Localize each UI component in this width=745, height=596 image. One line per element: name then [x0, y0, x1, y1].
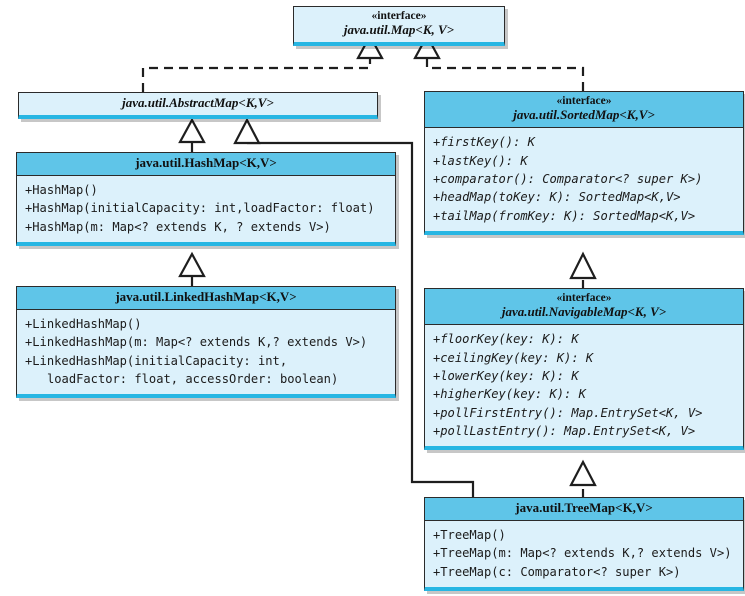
class-box-map[interactable]: «interface» java.util.Map<K, V> [293, 6, 505, 47]
member-row: +LinkedHashMap(initialCapacity: int, [25, 353, 288, 368]
class-members-navigablemap: +floorKey(key: K): K +ceilingKey(key: K)… [425, 325, 743, 446]
class-box-linkedhashmap[interactable]: java.util.LinkedHashMap<K,V> +LinkedHash… [16, 286, 396, 399]
class-name-label: java.util.LinkedHashMap<K,V> [115, 289, 297, 304]
class-header-sortedmap: «interface» java.util.SortedMap<K,V> [425, 92, 743, 129]
class-header-linkedhashmap: java.util.LinkedHashMap<K,V> [17, 287, 395, 310]
stereotype-label: «interface» [556, 95, 612, 107]
class-header-abstractmap: java.util.AbstractMap<K,V> [19, 93, 377, 115]
member-row-continuation: loadFactor: float, accessOrder: boolean) [47, 372, 339, 387]
member-row: +HashMap(m: Map<? extends K, ? extends V… [25, 219, 331, 234]
class-name-label: java.util.Map<K, V> [343, 22, 455, 38]
class-header-navigablemap: «interface» java.util.NavigableMap<K, V> [425, 289, 743, 326]
class-members-linkedhashmap: +LinkedHashMap() +LinkedHashMap(m: Map<?… [17, 310, 395, 395]
member-row: +HashMap(initialCapacity: int,loadFactor… [25, 201, 375, 216]
member-row: +LinkedHashMap(m: Map<? extends K,? exte… [25, 335, 368, 350]
member-row: +pollLastEntry(): Map.EntrySet<K, V> [433, 424, 696, 439]
member-row: +HashMap() [25, 182, 98, 197]
edge-treemap-implements-navigablemap [569, 459, 597, 497]
member-row: +comparator(): Comparator<? super K>) [433, 171, 703, 186]
class-members-sortedmap: +firstKey(): K +lastKey(): K +comparator… [425, 128, 743, 231]
member-row: +lastKey(): K [433, 153, 528, 168]
edge-hashmap-extends-abstractmap [178, 117, 206, 152]
class-name-label: java.util.TreeMap<K,V> [515, 500, 653, 515]
class-members-hashmap: +HashMap() +HashMap(initialCapacity: int… [17, 176, 395, 242]
class-header-map: «interface» java.util.Map<K, V> [294, 7, 504, 43]
member-row: +lowerKey(key: K): K [433, 368, 579, 383]
class-header-treemap: java.util.TreeMap<K,V> [425, 498, 743, 521]
class-header-hashmap: java.util.HashMap<K,V> [17, 153, 395, 176]
member-row: +higherKey(key: K): K [433, 387, 586, 402]
class-box-hashmap[interactable]: java.util.HashMap<K,V> +HashMap() +HashM… [16, 152, 396, 247]
member-row: +pollFirstEntry(): Map.EntrySet<K, V> [433, 405, 703, 420]
member-row: +TreeMap(c: Comparator<? super K>) [433, 564, 681, 579]
class-name-label: java.util.AbstractMap<K,V> [122, 95, 274, 110]
member-row: +TreeMap(m: Map<? extends K,? extends V>… [433, 546, 732, 561]
stereotype-label: «interface» [371, 10, 427, 22]
member-row: +floorKey(key: K): K [433, 332, 579, 347]
member-row: +firstKey(): K [433, 135, 535, 150]
member-row: +LinkedHashMap() [25, 316, 142, 331]
class-name-label: java.util.NavigableMap<K, V> [501, 304, 667, 320]
member-row: +headMap(toKey: K): SortedMap<K,V> [433, 190, 681, 205]
stereotype-label: «interface» [556, 292, 612, 304]
edge-navigablemap-implements-sortedmap [569, 251, 597, 288]
class-box-treemap[interactable]: java.util.TreeMap<K,V> +TreeMap() +TreeM… [424, 497, 744, 592]
class-box-abstractmap[interactable]: java.util.AbstractMap<K,V> [18, 92, 378, 119]
member-row: +ceilingKey(key: K): K [433, 350, 594, 365]
member-row: +tailMap(fromKey: K): SortedMap<K,V> [433, 208, 696, 223]
class-box-sortedmap[interactable]: «interface» java.util.SortedMap<K,V> +fi… [424, 91, 744, 236]
class-name-label: java.util.SortedMap<K,V> [513, 107, 655, 123]
class-name-label: java.util.HashMap<K,V> [135, 155, 277, 170]
class-members-treemap: +TreeMap() +TreeMap(m: Map<? extends K,?… [425, 521, 743, 587]
member-row: +TreeMap() [433, 527, 506, 542]
edge-linkedhashmap-extends-hashmap [178, 251, 206, 286]
class-box-navigablemap[interactable]: «interface» java.util.NavigableMap<K, V>… [424, 288, 744, 451]
